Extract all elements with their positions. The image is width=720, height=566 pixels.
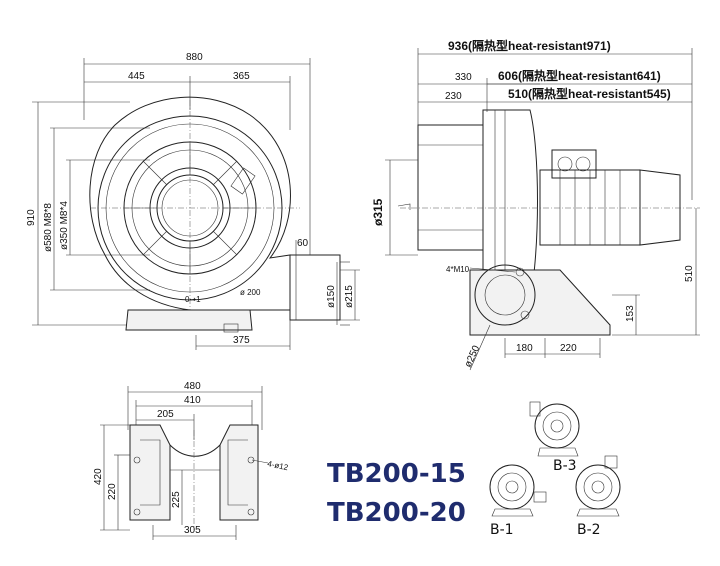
- dim-base-bottom-width: 305: [184, 525, 201, 536]
- rotation-label: 0⇢1: [185, 295, 201, 304]
- dim-height: 910: [26, 209, 37, 226]
- front-view: 880 445 365 910 ø580 M8*8 ø350 M8*4: [26, 52, 360, 350]
- dim-base-center-height: 225: [171, 491, 182, 508]
- dim-outlet-outer: ø215: [344, 285, 355, 308]
- dim-motor-section: 510(隔热型heat-resistant545): [508, 86, 671, 101]
- dim-bolt-circle-small: ø350 M8*4: [59, 201, 70, 250]
- dim-holes-side: 4*M10: [446, 265, 470, 274]
- dim-foot-b: 220: [560, 343, 577, 354]
- dim-inlet-offset: 330: [455, 72, 472, 83]
- side-view: 936(隔热型heat-resistant971) 606(隔热型heat-re…: [371, 38, 700, 371]
- dim-bolt-circle-large: ø580 M8*8: [43, 203, 54, 252]
- config-label-b2: B-2: [577, 522, 601, 538]
- base-view: 480 410 205 4-ø12 420 220 225 305: [93, 381, 289, 540]
- dim-base-outer-width: 480: [184, 381, 201, 392]
- dim-total-length: 936(隔热型heat-resistant971): [448, 38, 611, 53]
- dim-outlet-width: 375: [233, 335, 250, 346]
- dim-to-motor: 606(隔热型heat-resistant641): [498, 68, 661, 83]
- model-label-2: TB200-20: [327, 498, 466, 528]
- dim-base-height: 420: [93, 468, 104, 485]
- dim-foot-a: 180: [516, 343, 533, 354]
- config-label-b1: B-1: [490, 522, 514, 538]
- dim-center-height: 510: [684, 265, 695, 282]
- dim-base-mid-width: 410: [184, 395, 201, 406]
- inlet-diameter-label: ø 200: [240, 288, 261, 297]
- config-b3: B-3: [529, 401, 580, 474]
- dim-left-width: 445: [128, 71, 145, 82]
- dim-base-height: 153: [625, 305, 636, 322]
- dim-base-half-width: 205: [157, 409, 174, 420]
- model-label-1: TB200-15: [327, 459, 466, 489]
- dim-base-inner-height: 220: [107, 483, 118, 500]
- dim-base-dia: ø250: [463, 344, 483, 370]
- config-b2: B-2: [575, 455, 621, 538]
- dim-outlet-dia: ø150: [326, 285, 337, 308]
- dim-outlet-offset: 60: [297, 238, 309, 249]
- dim-base-holes: 4-ø12: [267, 459, 290, 472]
- config-label-b3: B-3: [553, 458, 577, 474]
- config-b1: B-1: [489, 464, 547, 538]
- dim-right-width: 365: [233, 71, 250, 82]
- dim-inlet-short: 230: [445, 91, 462, 102]
- dim-overall-width: 880: [186, 52, 203, 63]
- dim-inlet-dia: ø315: [371, 198, 385, 226]
